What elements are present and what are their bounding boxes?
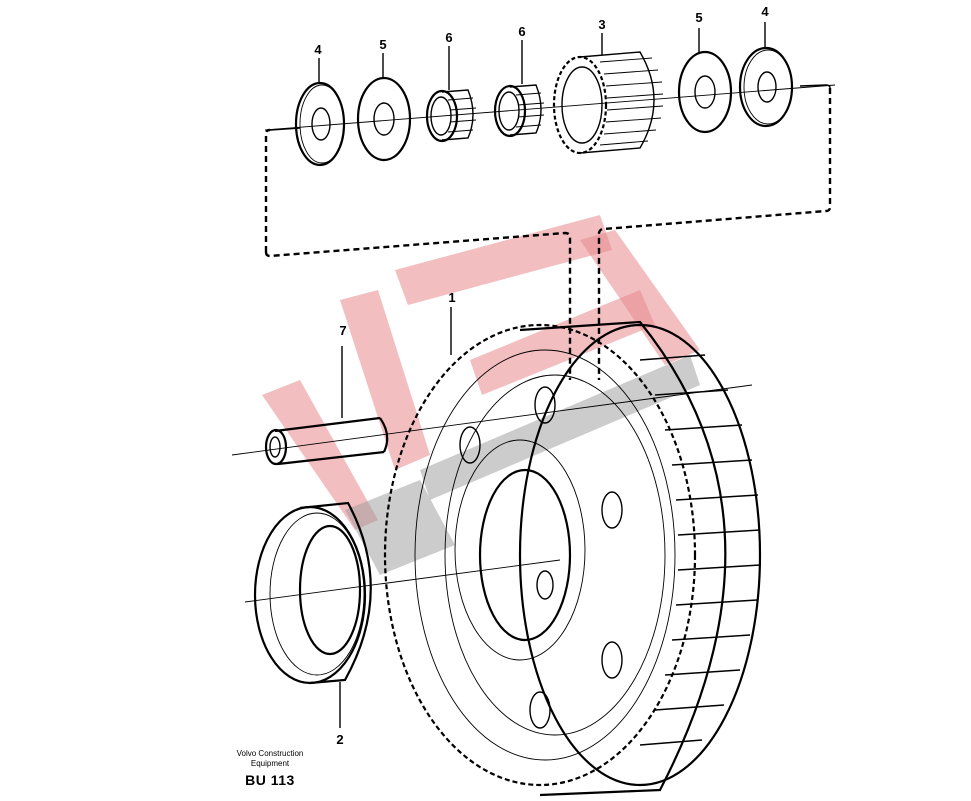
callout-3: 3: [598, 17, 605, 32]
callout-1: 1: [448, 290, 455, 305]
part-2-ring: [253, 501, 372, 685]
callouts: 4 5 6 6 3 5 4 1 7 2: [314, 4, 769, 747]
part-5-washer-right: [677, 50, 733, 134]
drawing-caption: Volvo Construction Equipment BU 113: [222, 749, 318, 788]
assembly-bracket: [264, 84, 832, 380]
part-6-bearing-left: [425, 89, 477, 143]
caption-company: Volvo Construction: [236, 749, 304, 758]
part-5-washer-left: [356, 76, 412, 162]
part-3-planet-gear: [552, 51, 664, 155]
part-4-washer-right: [738, 46, 794, 128]
gear-teeth: [639, 354, 761, 746]
part-4-washer-left: [294, 81, 346, 167]
callout-6-left: 6: [445, 30, 452, 45]
callout-7: 7: [339, 323, 346, 338]
watermark: [262, 215, 700, 575]
caption-company-line2: Equipment: [250, 759, 290, 768]
callout-2: 2: [336, 732, 343, 747]
part-7-shaft: [264, 416, 389, 466]
callout-5-left: 5: [379, 37, 386, 52]
leader-lines: [318, 22, 766, 728]
callout-4-right: 4: [761, 4, 769, 19]
part-1-carrier-gear: [383, 320, 762, 797]
callout-5-right: 5: [695, 10, 702, 25]
callout-6-right: 6: [518, 24, 525, 39]
callout-4-left: 4: [314, 42, 322, 57]
caption-drawing-code: BU 113: [245, 772, 295, 788]
part-6-bearing-right: [493, 84, 545, 138]
